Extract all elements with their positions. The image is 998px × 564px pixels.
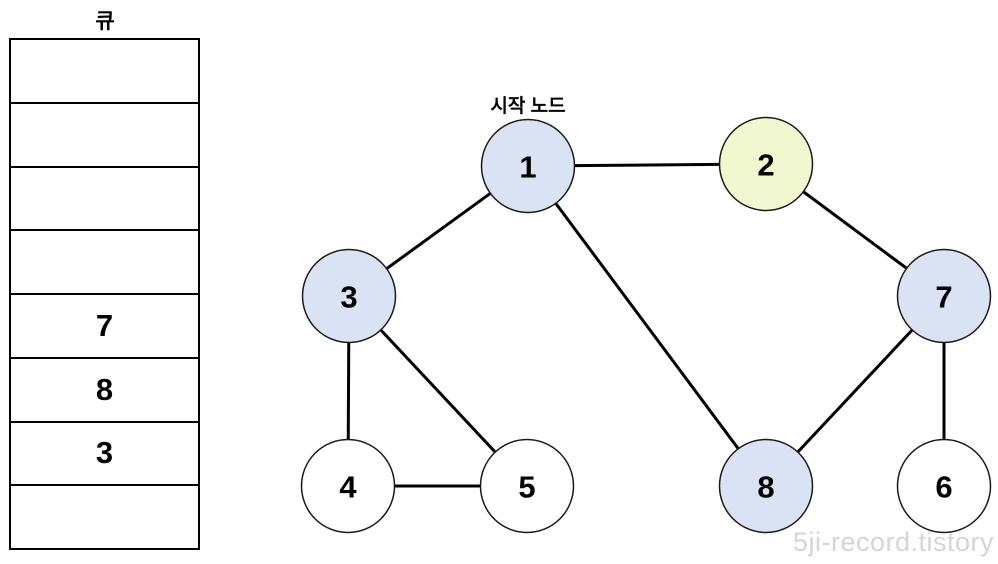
start-node-label: 시작 노드 — [490, 96, 566, 117]
watermark: 5ji-record.tistory — [792, 527, 994, 557]
queue-cell — [11, 231, 198, 295]
graph-node-1 — [480, 118, 576, 214]
queue-cell: 3 — [11, 423, 198, 487]
queue-cell — [11, 168, 198, 232]
graph-node-label-2: 2 — [757, 148, 774, 183]
graph-node-8 — [718, 438, 814, 534]
graph-node-3 — [301, 248, 397, 344]
graph-node-2 — [718, 116, 814, 212]
graph-node-5 — [479, 438, 575, 534]
graph-node-label-7: 7 — [935, 280, 952, 315]
graph-node-label-3: 3 — [340, 280, 357, 315]
queue-title: 큐 — [95, 10, 115, 33]
graph-node-label-1: 1 — [519, 150, 536, 185]
queue-cell: 7 — [11, 295, 198, 359]
queue-cell: 8 — [11, 359, 198, 423]
graph-node-7 — [896, 248, 992, 344]
graph-node-label-6: 6 — [935, 470, 952, 505]
graph-node-label-4: 4 — [339, 470, 357, 505]
graph-node-label-8: 8 — [757, 470, 774, 505]
graph-node-4 — [300, 438, 396, 534]
queue-cell — [11, 104, 198, 168]
graph-node-6 — [896, 438, 992, 534]
graph-node-label-5: 5 — [518, 470, 535, 505]
queue-cell — [11, 40, 198, 104]
graph-edge-1-8 — [526, 165, 768, 487]
